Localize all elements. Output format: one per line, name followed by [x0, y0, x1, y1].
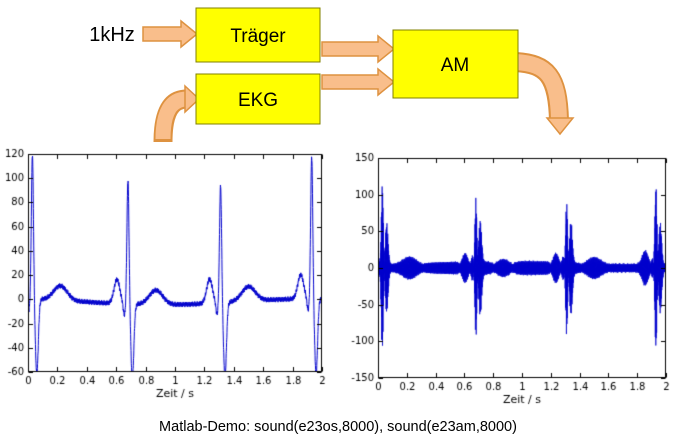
arrow-ekg-to-am-icon — [321, 67, 396, 97]
am-box-label: AM — [441, 55, 470, 76]
arrow-traeger-to-am-icon — [321, 34, 396, 64]
ekg-box — [195, 73, 321, 125]
arrow-ekg-input-head-icon — [184, 84, 201, 114]
block-diagram: 1kHz Träger EKG AM — [89, 7, 575, 143]
am-box — [392, 29, 519, 99]
input-frequency-label: 1kHz — [89, 24, 135, 46]
ekg-box-label: EKG — [238, 90, 278, 111]
arrow-input-to-traeger-icon — [142, 19, 199, 49]
matlab-demo-caption: Matlab-Demo: sound(e23os,8000), sound(e2… — [159, 419, 517, 435]
am-signal-plot — [346, 150, 672, 412]
arrow-ekg-input-body — [155, 91, 188, 140]
traeger-box-label: Träger — [230, 26, 286, 47]
ekg-plot — [2, 146, 328, 408]
arrow-am-output-head-icon — [545, 117, 575, 136]
arrow-am-output-body — [515, 54, 567, 120]
traeger-box — [195, 7, 321, 63]
